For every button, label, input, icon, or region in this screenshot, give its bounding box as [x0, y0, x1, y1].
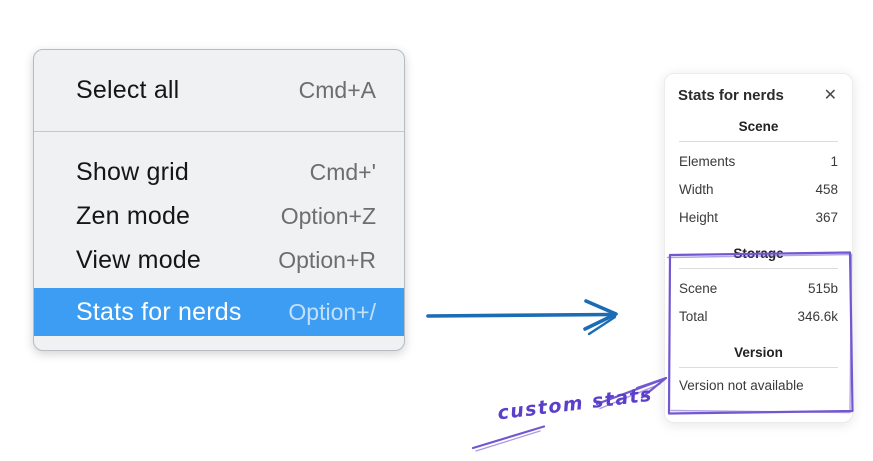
context-menu: Select all Cmd+A Show grid Cmd+' Zen mod… — [33, 49, 405, 351]
menu-item-select-all[interactable]: Select all Cmd+A — [34, 50, 404, 131]
menu-item-label: Show grid — [76, 157, 189, 186]
version-note: Version not available — [679, 378, 804, 393]
stat-label: Elements — [679, 153, 736, 169]
menu-item-show-grid[interactable]: Show grid Cmd+' — [34, 150, 404, 194]
stat-value: 367 — [815, 209, 838, 225]
menu-divider — [34, 131, 404, 132]
stats-panel-title: Stats for nerds — [678, 87, 784, 104]
stats-panel: Stats for nerds ✕ Scene Elements 1 Width… — [664, 73, 853, 423]
blue-arrow — [426, 299, 618, 336]
stats-panel-header: Stats for nerds ✕ — [678, 87, 839, 104]
section-title-scene: Scene — [738, 119, 779, 134]
menu-item-label: Zen mode — [76, 201, 191, 230]
custom-stats-annotation: custom stats — [496, 383, 655, 425]
menu-item-shortcut: Cmd+A — [298, 77, 376, 103]
stat-value: 1 — [830, 153, 838, 169]
close-icon[interactable]: ✕ — [823, 86, 837, 104]
stat-value: 458 — [815, 181, 838, 197]
stat-row-scene-storage: Scene 515b — [678, 274, 839, 302]
section-divider — [679, 268, 838, 269]
menu-item-shortcut: Option+/ — [288, 298, 376, 325]
section-title-version: Version — [734, 345, 783, 360]
stat-row-height: Height 367 — [678, 203, 839, 231]
menu-item-label: View mode — [76, 245, 202, 274]
stat-value: 515b — [807, 280, 838, 296]
stat-label: Scene — [679, 280, 718, 296]
section-divider — [679, 141, 838, 142]
section-title-storage: Storage — [733, 246, 784, 261]
stat-row-elements: Elements 1 — [678, 147, 839, 175]
menu-item-shortcut: Cmd+' — [309, 158, 376, 185]
menu-item-shortcut: Option+R — [278, 246, 376, 273]
stat-value: 346.6k — [797, 308, 838, 324]
stat-label: Total — [679, 308, 708, 324]
menu-item-label: Stats for nerds — [76, 297, 242, 326]
menu-item-view-mode[interactable]: View mode Option+R — [34, 238, 404, 282]
menu-item-shortcut: Option+Z — [280, 202, 376, 229]
stat-label: Height — [679, 209, 719, 225]
menu-section: Show grid Cmd+' Zen mode Option+Z View m… — [34, 132, 404, 336]
stat-label: Width — [679, 181, 714, 197]
stat-row-total-storage: Total 346.6k — [678, 302, 839, 330]
stat-row-width: Width 458 — [678, 175, 839, 203]
menu-item-zen-mode[interactable]: Zen mode Option+Z — [34, 194, 404, 238]
menu-item-stats-for-nerds[interactable]: Stats for nerds Option+/ — [34, 288, 404, 336]
section-divider — [679, 367, 838, 368]
menu-item-label: Select all — [76, 76, 180, 104]
